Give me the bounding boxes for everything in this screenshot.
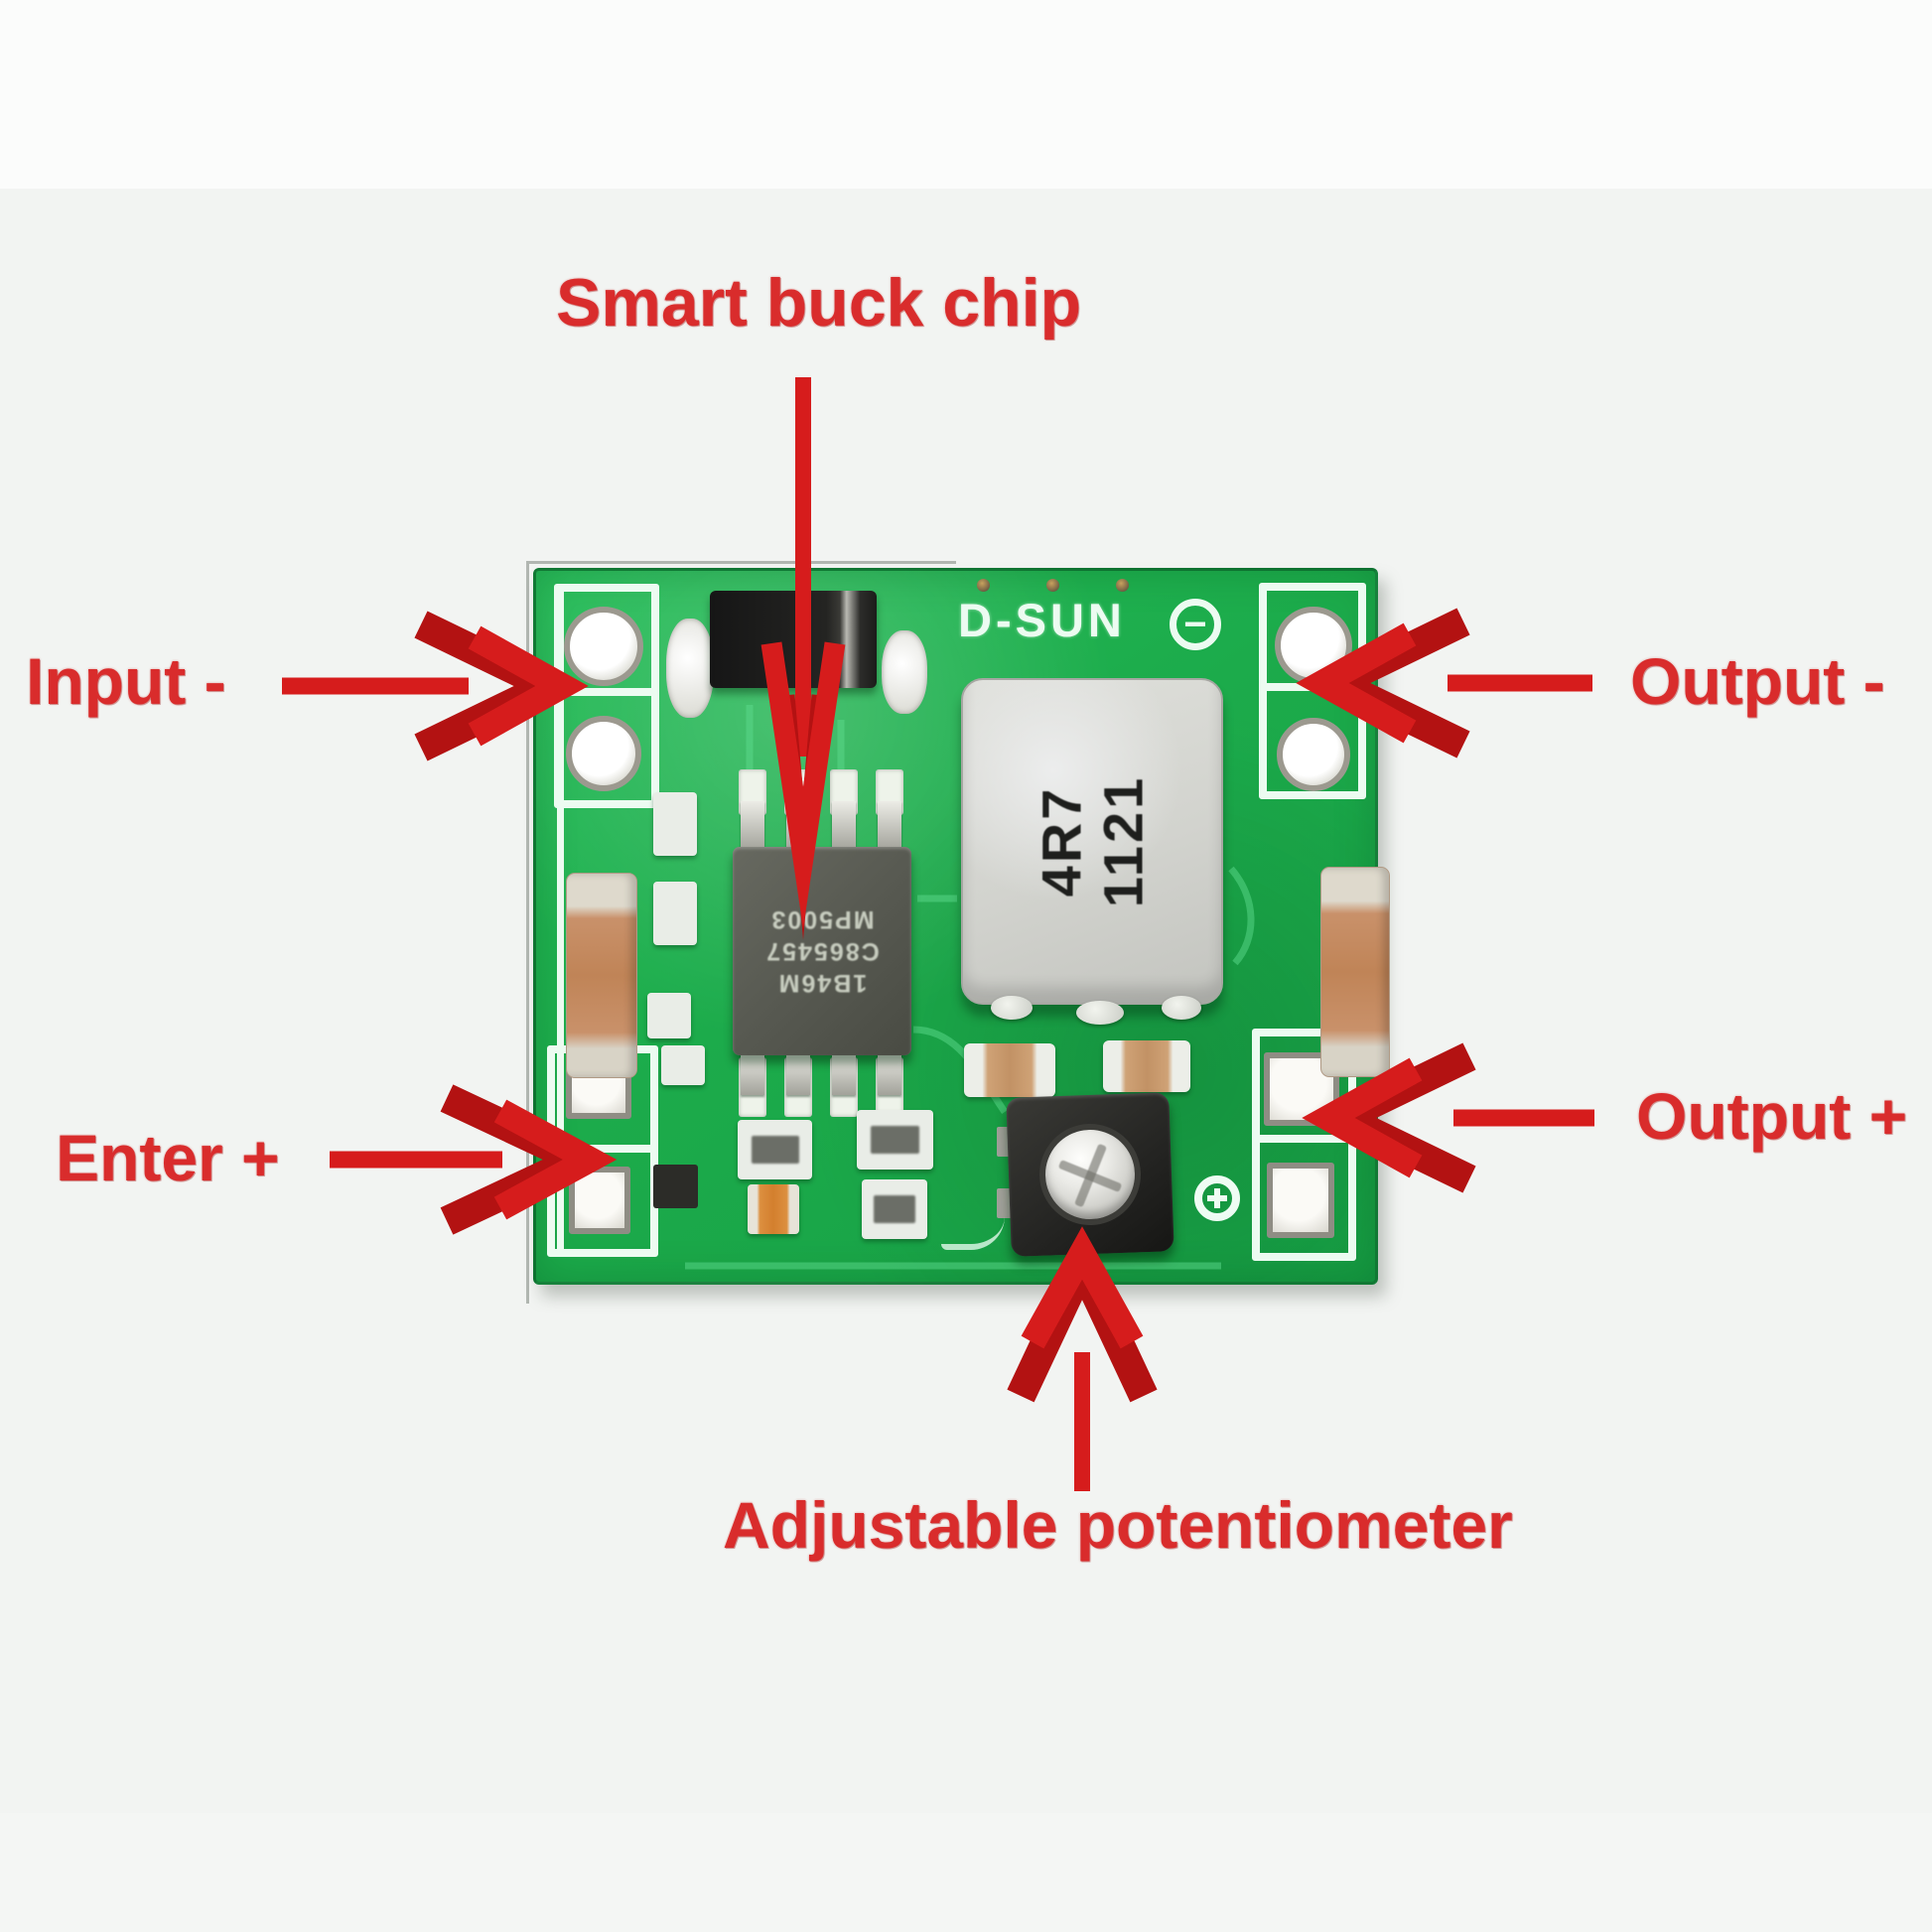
label-enter-plus: Enter + xyxy=(56,1121,280,1194)
chip-lead-top-2 xyxy=(786,801,810,851)
inductor-marking-line1: 4R7 xyxy=(1030,785,1092,897)
chip-lead-bottom-2 xyxy=(786,1053,810,1095)
silkscreen-left-rail xyxy=(557,586,564,1257)
smd-resistor-bottom-3 xyxy=(862,1179,927,1239)
smd-dark-component xyxy=(653,1165,698,1208)
enter-plus-pad-2 xyxy=(569,1167,630,1234)
label-output-plus: Output + xyxy=(1636,1079,1908,1153)
inductor-marking-line2: 1121 xyxy=(1091,774,1154,908)
label-smart-buck-chip: Smart buck chip xyxy=(556,265,1082,341)
output-minus-pad-2 xyxy=(1277,718,1350,791)
fiducial-dot-3 xyxy=(1116,579,1129,592)
chip-lead-bottom-3 xyxy=(832,1053,856,1095)
input-capacitor xyxy=(566,873,637,1078)
chip-lead-top-3 xyxy=(832,801,856,851)
diode-pad-right xyxy=(882,630,927,714)
chip-lead-top-4 xyxy=(878,801,901,851)
smd-resistor-left-1 xyxy=(653,792,697,856)
input-minus-pad-1 xyxy=(564,607,643,686)
inductor-solder-1 xyxy=(991,996,1033,1020)
output-capacitor xyxy=(1320,867,1390,1077)
feedback-capacitor-1 xyxy=(964,1043,1055,1097)
inductor-solder-3 xyxy=(1162,996,1201,1020)
fiducial-dot-1 xyxy=(977,579,990,592)
output-plus-pad-2 xyxy=(1267,1163,1334,1238)
label-adjustable-potentiometer: Adjustable potentiometer xyxy=(723,1488,1513,1562)
arrow-input-minus xyxy=(282,611,589,761)
smart-buck-chip: 1B46M C865457 MP5003 xyxy=(733,847,911,1055)
schottky-diode xyxy=(710,591,877,688)
via-cross-icon xyxy=(1194,1175,1240,1221)
background-top-strip xyxy=(0,0,1932,189)
inductor-solder-2 xyxy=(1076,1001,1124,1025)
chip-marking: 1B46M C865457 MP5003 xyxy=(733,847,911,1055)
pcb-board: D-SUN − 4R7 1121 xyxy=(526,561,1390,1304)
chip-lead-bottom-1 xyxy=(741,1053,764,1095)
photo-crop-edge xyxy=(526,561,956,1304)
background-bottom-strip xyxy=(0,1813,1932,1932)
polarity-minus-icon: − xyxy=(1170,599,1221,650)
potentiometer-screw xyxy=(1037,1122,1143,1227)
smd-resistor-left-3 xyxy=(647,993,691,1038)
smd-resistor-left-2 xyxy=(653,882,697,945)
chip-marking-row2: C865457 xyxy=(764,937,880,965)
output-plus-frame-divider xyxy=(1256,1135,1352,1143)
brand-silkscreen: D-SUN xyxy=(958,594,1126,646)
input-minus-pad-2 xyxy=(566,716,641,791)
diode-pad-left xyxy=(666,619,714,718)
smd-capacitor-orange xyxy=(748,1184,799,1234)
inductor-marking: 4R7 1121 xyxy=(931,713,1254,971)
chip-marking-row1: 1B46M xyxy=(776,969,868,997)
power-inductor: 4R7 1121 xyxy=(961,678,1223,1005)
adjustable-potentiometer xyxy=(1006,1092,1174,1257)
smd-resistor-bottom-1 xyxy=(738,1120,812,1179)
chip-marking-row3: MP5003 xyxy=(769,905,875,933)
feedback-capacitor-2 xyxy=(1103,1040,1190,1092)
smd-resistor-bottom-2 xyxy=(857,1110,933,1170)
output-minus-pad-1 xyxy=(1275,607,1352,684)
input-frame-divider xyxy=(558,688,655,696)
enter-frame-divider xyxy=(551,1145,654,1153)
chip-lead-top-1 xyxy=(741,801,764,851)
output-minus-frame-divider xyxy=(1263,683,1362,691)
fiducial-dot-2 xyxy=(1046,579,1059,592)
silkscreen-squiggle xyxy=(941,1202,1005,1250)
arrow-adjustable-potentiometer xyxy=(1007,1226,1158,1491)
chip-lead-bottom-4 xyxy=(878,1053,901,1095)
label-input-minus: Input - xyxy=(26,644,226,718)
smd-pad-left-small xyxy=(661,1045,705,1085)
label-output-minus: Output - xyxy=(1630,644,1885,718)
